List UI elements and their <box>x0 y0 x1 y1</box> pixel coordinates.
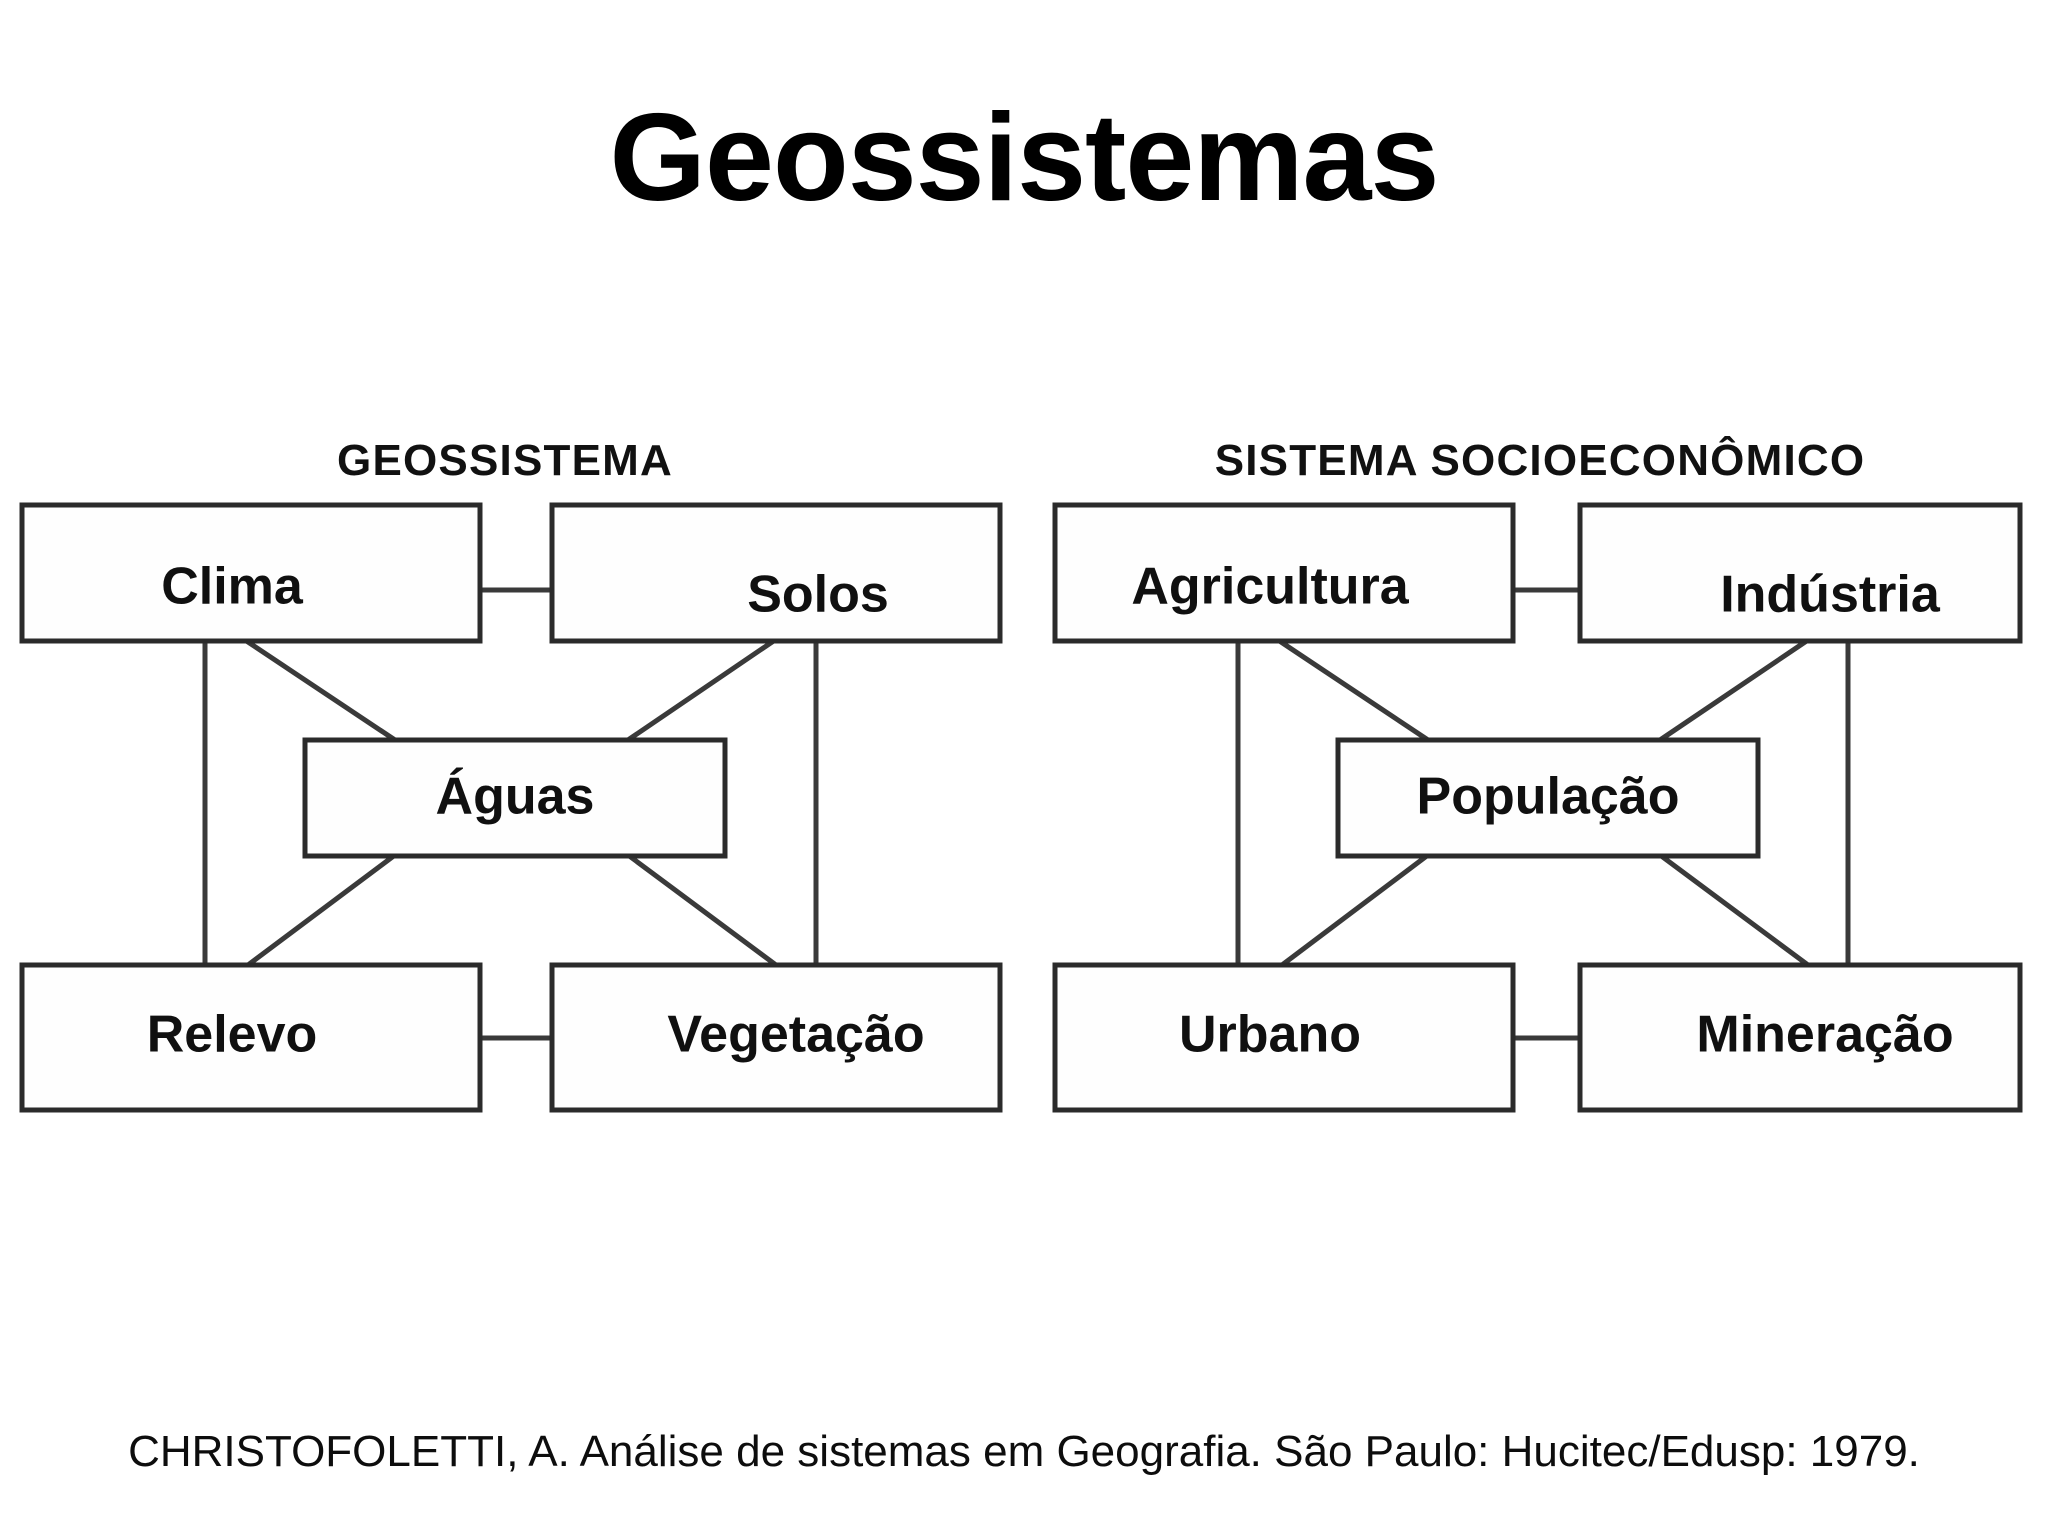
node-label-vegetacao: Vegetação <box>667 1006 924 1064</box>
panel-heading-sistema-socioeconomico: SISTEMA SOCIOECONÔMICO <box>1215 434 1866 485</box>
node-label-clima: Clima <box>161 558 304 616</box>
edge-solos-aguas <box>626 637 777 743</box>
node-label-populacao: População <box>1417 768 1680 826</box>
node-label-relevo: Relevo <box>147 1006 318 1064</box>
node-urbano[interactable]: Urbano <box>1052 962 1516 1113</box>
node-label-mineracao: Mineração <box>1696 1006 1953 1064</box>
node-relevo[interactable]: Relevo <box>19 962 483 1113</box>
node-agricultura[interactable]: Agricultura <box>1052 502 1516 644</box>
edge-aguas-relevo <box>246 852 397 968</box>
node-mineracao[interactable]: Mineração <box>1577 962 2023 1113</box>
panel-sistema-socioeconomico: SISTEMA SOCIOECONÔMICO Agricultura Indús… <box>1052 434 2023 1113</box>
edge-populacao-urbano <box>1280 853 1430 967</box>
node-label-solos: Solos <box>747 566 889 624</box>
node-label-industria: Indústria <box>1720 566 1941 624</box>
node-vegetacao[interactable]: Vegetação <box>549 962 1003 1113</box>
node-clima[interactable]: Clima <box>19 502 483 644</box>
node-solos[interactable]: Solos <box>549 502 1003 644</box>
edge-populacao-mineracao <box>1658 852 1810 968</box>
edge-agricultura-populacao <box>1276 637 1430 743</box>
source-caption: CHRISTOFOLETTI, A. Análise de sistemas e… <box>128 1427 1920 1476</box>
geosystems-diagram-figure: GEOSSISTEMA Clima Solos Ág <box>0 400 2048 1120</box>
node-label-urbano: Urbano <box>1179 1006 1361 1064</box>
edge-aguas-vegetacao <box>626 852 778 968</box>
panel-heading-geossistema: GEOSSISTEMA <box>337 436 673 485</box>
node-industria[interactable]: Indústria <box>1577 502 2023 644</box>
node-populacao[interactable]: População <box>1335 737 1761 859</box>
node-label-aguas: Águas <box>436 768 595 826</box>
node-label-agricultura: Agricultura <box>1131 558 1409 616</box>
node-aguas[interactable]: Águas <box>302 737 728 859</box>
edge-industria-populacao <box>1658 637 1810 743</box>
edge-clima-aguas <box>243 637 397 743</box>
panel-geossistema: GEOSSISTEMA Clima Solos Ág <box>19 436 1003 1113</box>
page-title: Geossistemas <box>609 89 1440 227</box>
